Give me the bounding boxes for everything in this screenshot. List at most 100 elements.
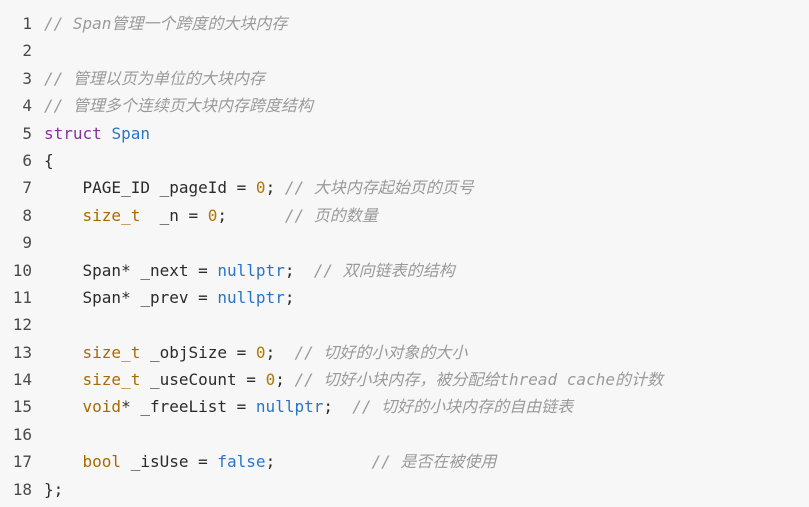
code-token: // 切好的小块内存的自由链表 (352, 397, 574, 417)
code-line: 18}; (0, 476, 809, 503)
code-text: size_t _useCount = 0; // 切好小块内存，被分配给thre… (44, 366, 663, 393)
code-text: // Span管理一个跨度的大块内存 (44, 10, 287, 37)
code-line: 9 (0, 229, 809, 256)
code-token: false (217, 452, 266, 472)
code-token: _useCount = (140, 370, 266, 390)
code-line: 15 void* _freeList = nullptr; // 切好的小块内存… (0, 393, 809, 420)
code-token: ; (265, 178, 285, 198)
code-line: 11 Span* _prev = nullptr; (0, 284, 809, 311)
code-text: size_t _n = 0; // 页的数量 (44, 202, 378, 229)
code-token: nullptr (217, 260, 285, 280)
line-number: 12 (12, 315, 32, 335)
code-token: 0 (265, 370, 276, 390)
code-token: // 管理多个连续页大块内存跨度结构 (44, 96, 313, 116)
code-token (44, 370, 83, 389)
code-token: ; (284, 287, 295, 307)
code-token: nullptr (217, 287, 285, 307)
line-number: 17 (12, 452, 32, 472)
line-number: 4 (22, 96, 32, 116)
code-line: 16 (0, 421, 809, 448)
line-number: 15 (12, 397, 32, 417)
code-token: 0 (255, 342, 266, 362)
line-number: 3 (22, 68, 32, 88)
code-line: 3 // 管理以页为单位的大块内存 (0, 65, 809, 92)
code-token: // 双向链表的结构 (313, 260, 455, 280)
code-token: _objSize = (140, 342, 256, 362)
code-token: bool (82, 452, 122, 472)
line-number: 6 (22, 150, 32, 170)
line-number: 7 (22, 178, 32, 198)
line-number: 16 (12, 424, 32, 444)
code-token: Span (111, 123, 150, 143)
code-text: // 管理以页为单位的大块内存 (44, 65, 265, 92)
code-token: ; (265, 452, 372, 472)
code-token: size_t (82, 342, 141, 362)
code-line: 8 size_t _n = 0; // 页的数量 (0, 202, 809, 229)
code-line: 10 Span* _next = nullptr; // 双向链表的结构 (0, 257, 809, 284)
code-text: PAGE_ID _pageId = 0; // 大块内存起始页的页号 (44, 174, 474, 201)
line-number: 18 (12, 479, 32, 499)
code-token: size_t (82, 370, 141, 390)
code-text: Span* _next = nullptr; // 双向链表的结构 (44, 257, 455, 284)
code-lines: 1 // Span管理一个跨度的大块内存 2 3 // 管理以页为单位的大块内存 4 // … (0, 10, 809, 503)
line-number: 14 (12, 370, 32, 390)
code-token: ; (284, 260, 314, 280)
line-number: 10 (12, 260, 32, 280)
code-text: // 管理多个连续页大块内存跨度结构 (44, 92, 313, 119)
line-number: 2 (22, 41, 32, 61)
code-token (44, 397, 83, 416)
code-token: PAGE_ID _pageId = (44, 178, 256, 198)
code-line: 13 size_t _objSize = 0; // 切好的小对象的大小 (0, 339, 809, 366)
code-token (102, 124, 112, 143)
code-token: ; (275, 370, 295, 390)
code-token: struct (44, 123, 102, 143)
line-number: 8 (22, 205, 32, 225)
code-token: }; (44, 479, 64, 499)
code-token (44, 206, 83, 225)
code-token: { (44, 150, 54, 170)
code-token: // 是否在被使用 (371, 452, 497, 472)
code-token: _n = (140, 205, 208, 225)
code-token: ; (217, 205, 285, 225)
code-text: size_t _objSize = 0; // 切好的小对象的大小 (44, 339, 468, 366)
code-token: // 管理以页为单位的大块内存 (44, 68, 265, 88)
code-text: { (44, 147, 54, 174)
line-number: 13 (12, 342, 32, 362)
code-text: Span* _prev = nullptr; (44, 284, 295, 311)
code-token: // 大块内存起始页的页号 (284, 178, 474, 198)
code-token: ; (323, 397, 353, 417)
code-token: * _freeList = (121, 397, 256, 417)
code-text: }; (44, 476, 63, 503)
code-line: 4 // 管理多个连续页大块内存跨度结构 (0, 92, 809, 119)
line-number: 9 (22, 233, 32, 253)
line-number: 11 (12, 287, 32, 307)
code-line: 5 struct Span (0, 120, 809, 147)
code-line: 1 // Span管理一个跨度的大块内存 (0, 10, 809, 37)
code-line: 2 (0, 37, 809, 64)
code-text: bool _isUse = false; // 是否在被使用 (44, 448, 497, 475)
code-line: 17 bool _isUse = false; // 是否在被使用 (0, 448, 809, 475)
code-token: _isUse = (121, 452, 218, 472)
code-token: // Span管理一个跨度的大块内存 (44, 14, 288, 33)
code-token: ; (265, 342, 295, 362)
line-number: 5 (22, 123, 32, 143)
code-token: Span* _next = (44, 260, 218, 280)
code-token: 0 (207, 205, 218, 225)
code-token: // 切好的小对象的大小 (294, 342, 468, 362)
code-token: void (82, 397, 122, 417)
code-text: void* _freeList = nullptr; // 切好的小块内存的自由… (44, 393, 574, 420)
code-token: Span* _prev = (44, 287, 218, 307)
code-line: 14 size_t _useCount = 0; // 切好小块内存，被分配给t… (0, 366, 809, 393)
code-token (44, 452, 83, 471)
code-line: 7 PAGE_ID _pageId = 0; // 大块内存起始页的页号 (0, 174, 809, 201)
code-token: // 切好小块内存，被分配给thread cache的计数 (294, 370, 663, 390)
code-token: 0 (255, 178, 266, 198)
code-text: struct Span (44, 120, 150, 147)
code-token: size_t (82, 205, 141, 225)
code-token: nullptr (255, 397, 324, 417)
line-number: 1 (22, 14, 32, 33)
code-token: // 页的数量 (284, 205, 378, 225)
code-line: 12 (0, 311, 809, 338)
code-line: 6{ (0, 147, 809, 174)
